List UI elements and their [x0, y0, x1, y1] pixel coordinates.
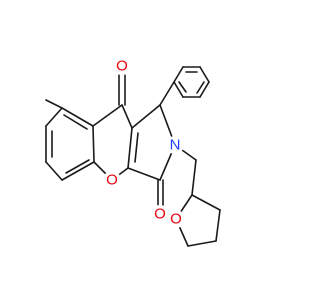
bond	[127, 127, 133, 169]
bond	[131, 104, 161, 129]
bond-layer	[45, 66, 221, 247]
bond	[191, 194, 221, 211]
bond	[215, 209, 221, 242]
bond	[121, 104, 133, 129]
bond-double-inner	[196, 81, 205, 94]
bond	[45, 99, 63, 109]
bond-double-inner	[65, 159, 90, 174]
atom-symbol: O	[106, 172, 118, 189]
ring-oxygen-label: O	[103, 171, 121, 189]
atom-symbol: O	[154, 206, 166, 223]
bond	[45, 161, 63, 181]
atom-symbol: O	[170, 211, 182, 228]
bond-double-inner	[134, 132, 139, 163]
bond	[173, 66, 184, 83]
bond	[61, 161, 95, 181]
bond-double-inner	[63, 114, 88, 130]
chemical-structure-diagram: O O O N O	[45, 57, 221, 247]
bond	[45, 107, 63, 127]
bond	[61, 107, 94, 127]
ketone-oxygen-label: O	[113, 57, 131, 75]
bond	[127, 167, 161, 181]
atom-symbol: N	[170, 137, 181, 154]
bond	[159, 81, 175, 106]
bond	[199, 81, 210, 98]
bond	[199, 66, 210, 83]
bond	[92, 125, 95, 163]
atom-symbol: O	[116, 58, 128, 75]
bond	[92, 104, 123, 127]
bond	[191, 159, 197, 196]
lactam-oxygen-label: O	[151, 205, 169, 223]
thf-oxygen-label: O	[167, 210, 185, 228]
atom-label-layer: O O O N O	[103, 57, 185, 228]
bond	[173, 81, 184, 98]
ring-nitrogen-label: N	[166, 136, 184, 154]
bond	[187, 240, 217, 247]
bond-double-inner	[178, 81, 187, 93]
